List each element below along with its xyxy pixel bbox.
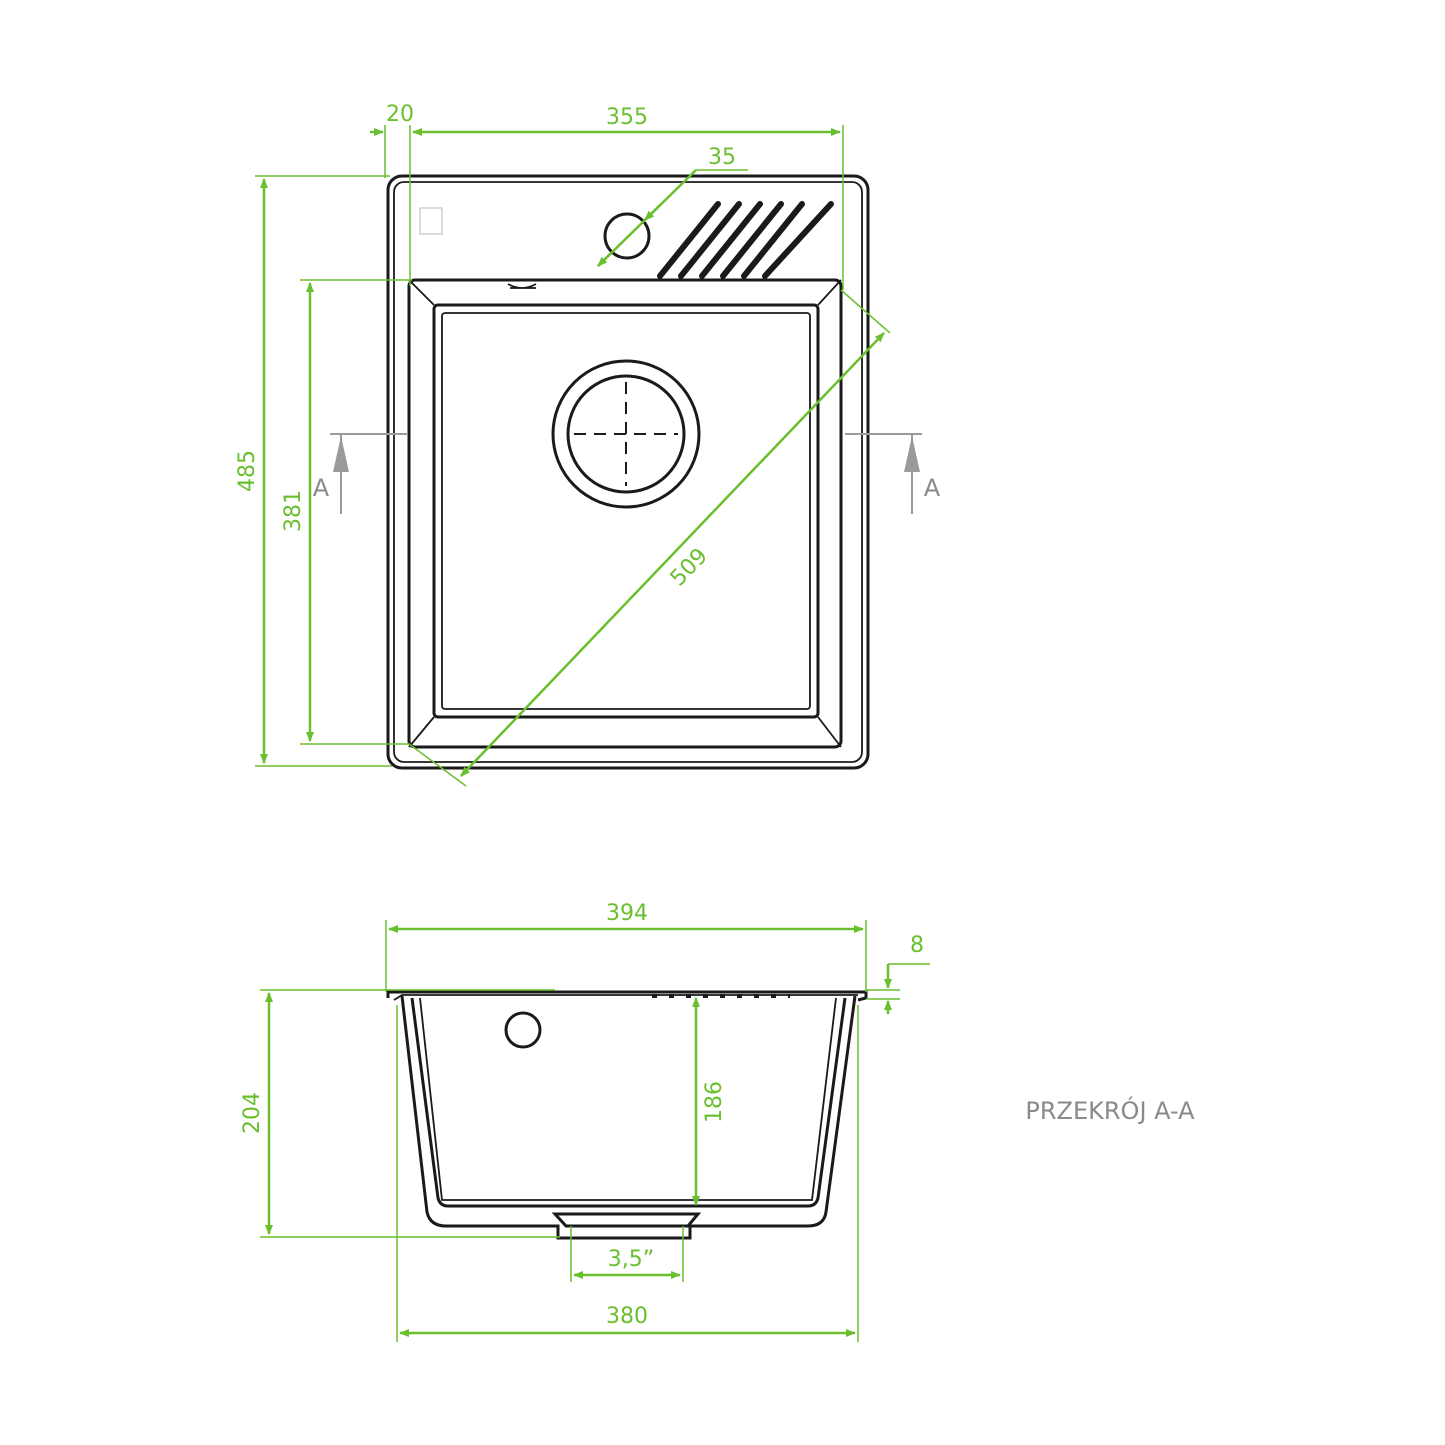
sink-inner-outline bbox=[393, 181, 863, 763]
dim-label-35: 35 bbox=[708, 145, 736, 170]
bowl-floor-outline bbox=[441, 312, 811, 710]
svg-text:A: A bbox=[924, 474, 941, 502]
bowl-outer-outline bbox=[407, 278, 843, 749]
dim-label-394: 394 bbox=[606, 901, 648, 926]
sink-rim bbox=[386, 990, 868, 1002]
dim-label-20: 20 bbox=[386, 102, 414, 127]
overflow-slot bbox=[507, 283, 537, 289]
sink-outer-outline bbox=[386, 174, 870, 770]
dim-label-485: 485 bbox=[235, 450, 260, 492]
dim-label-8: 8 bbox=[910, 933, 924, 958]
dim-label-381: 381 bbox=[281, 490, 306, 532]
bowl-bevel-lines bbox=[408, 279, 842, 748]
tap-hole bbox=[603, 212, 651, 260]
section-view: 394 8 204 186 3,5” 380 PRZEKRÓJ A-A bbox=[240, 901, 1195, 1342]
dim-label-204: 204 bbox=[240, 1092, 265, 1134]
dim-label-drain: 3,5” bbox=[608, 1247, 654, 1272]
drain-body bbox=[551, 1212, 702, 1228]
section-marker-left: A bbox=[313, 433, 408, 514]
dim-label-355: 355 bbox=[606, 105, 648, 130]
drainer-grooves bbox=[657, 201, 834, 279]
dim-label-186: 186 bbox=[702, 1081, 727, 1123]
dim-line-509 bbox=[460, 332, 885, 777]
section-marker-right: A bbox=[845, 433, 941, 514]
dim-label-380: 380 bbox=[606, 1304, 648, 1329]
dim-label-509: 509 bbox=[666, 544, 713, 592]
drain-center-cross bbox=[574, 382, 678, 486]
bowl-inner-wall-2 bbox=[419, 997, 837, 1201]
bowl-outer-wall bbox=[400, 995, 857, 1240]
svg-text:A: A bbox=[313, 474, 330, 502]
top-view: 20 355 35 485 381 509 A A bbox=[235, 102, 941, 787]
square-mark bbox=[419, 207, 443, 235]
bowl-inner-outline bbox=[432, 303, 820, 719]
bowl-inner-wall bbox=[410, 997, 847, 1208]
section-title: PRZEKRÓJ A-A bbox=[1025, 1095, 1195, 1125]
overflow-hole bbox=[504, 1011, 542, 1049]
